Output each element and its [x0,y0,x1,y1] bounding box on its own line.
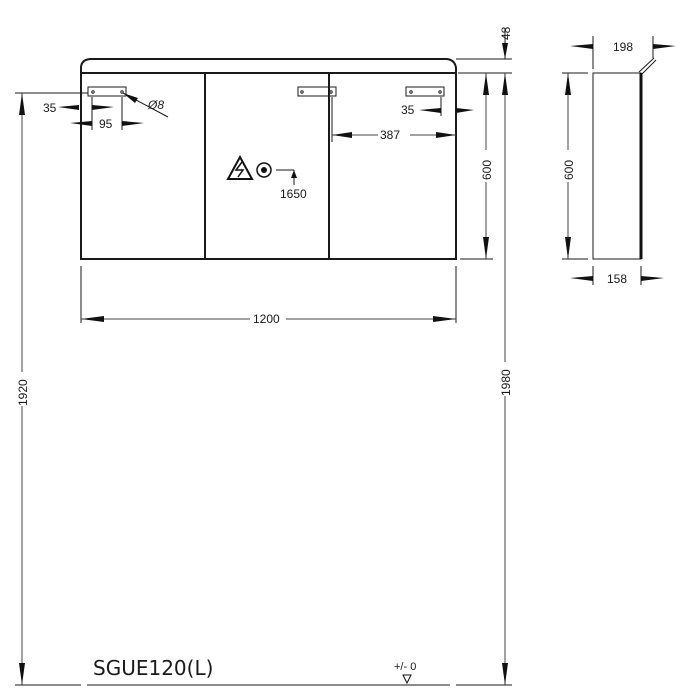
side-view: 198 600 158 [562,36,676,286]
hole-diameter-label: Ø8 [147,98,164,112]
total-height-label: 1980 [499,369,513,396]
side-top-depth-label: 198 [613,40,633,54]
socket-icon [256,162,272,178]
hole-spacing-label: 95 [99,117,113,131]
socket-height-label: 1650 [280,187,307,201]
cabinet-top-canopy [80,58,457,73]
cabinet-width-label: 1200 [253,312,280,326]
floor-level-label: +/- 0 [394,661,416,673]
model-label: SGUE120(L) [93,656,213,680]
mount-height-label: 1920 [16,379,30,406]
electrical-hazard-icon [226,154,254,180]
side-height-label: 600 [562,160,576,180]
cabinet-body [80,72,457,260]
hinge-plate-right [405,86,445,97]
hinge-offset-left-label: 35 [43,101,57,115]
cabinet-height-label: 600 [480,160,494,180]
side-body [592,72,642,260]
hinge-plate-middle [297,86,337,97]
floor-level-triangle-icon [402,674,412,685]
hinge-plate-left [87,86,127,97]
hinge-offset-right-label: 35 [401,103,415,117]
top-offset-label: 48 [499,26,513,40]
front-view: Ø8 35 95 35 387 16 [15,26,513,686]
side-bottom-depth-label: 158 [607,272,627,286]
right-door-width-label: 387 [380,128,400,142]
